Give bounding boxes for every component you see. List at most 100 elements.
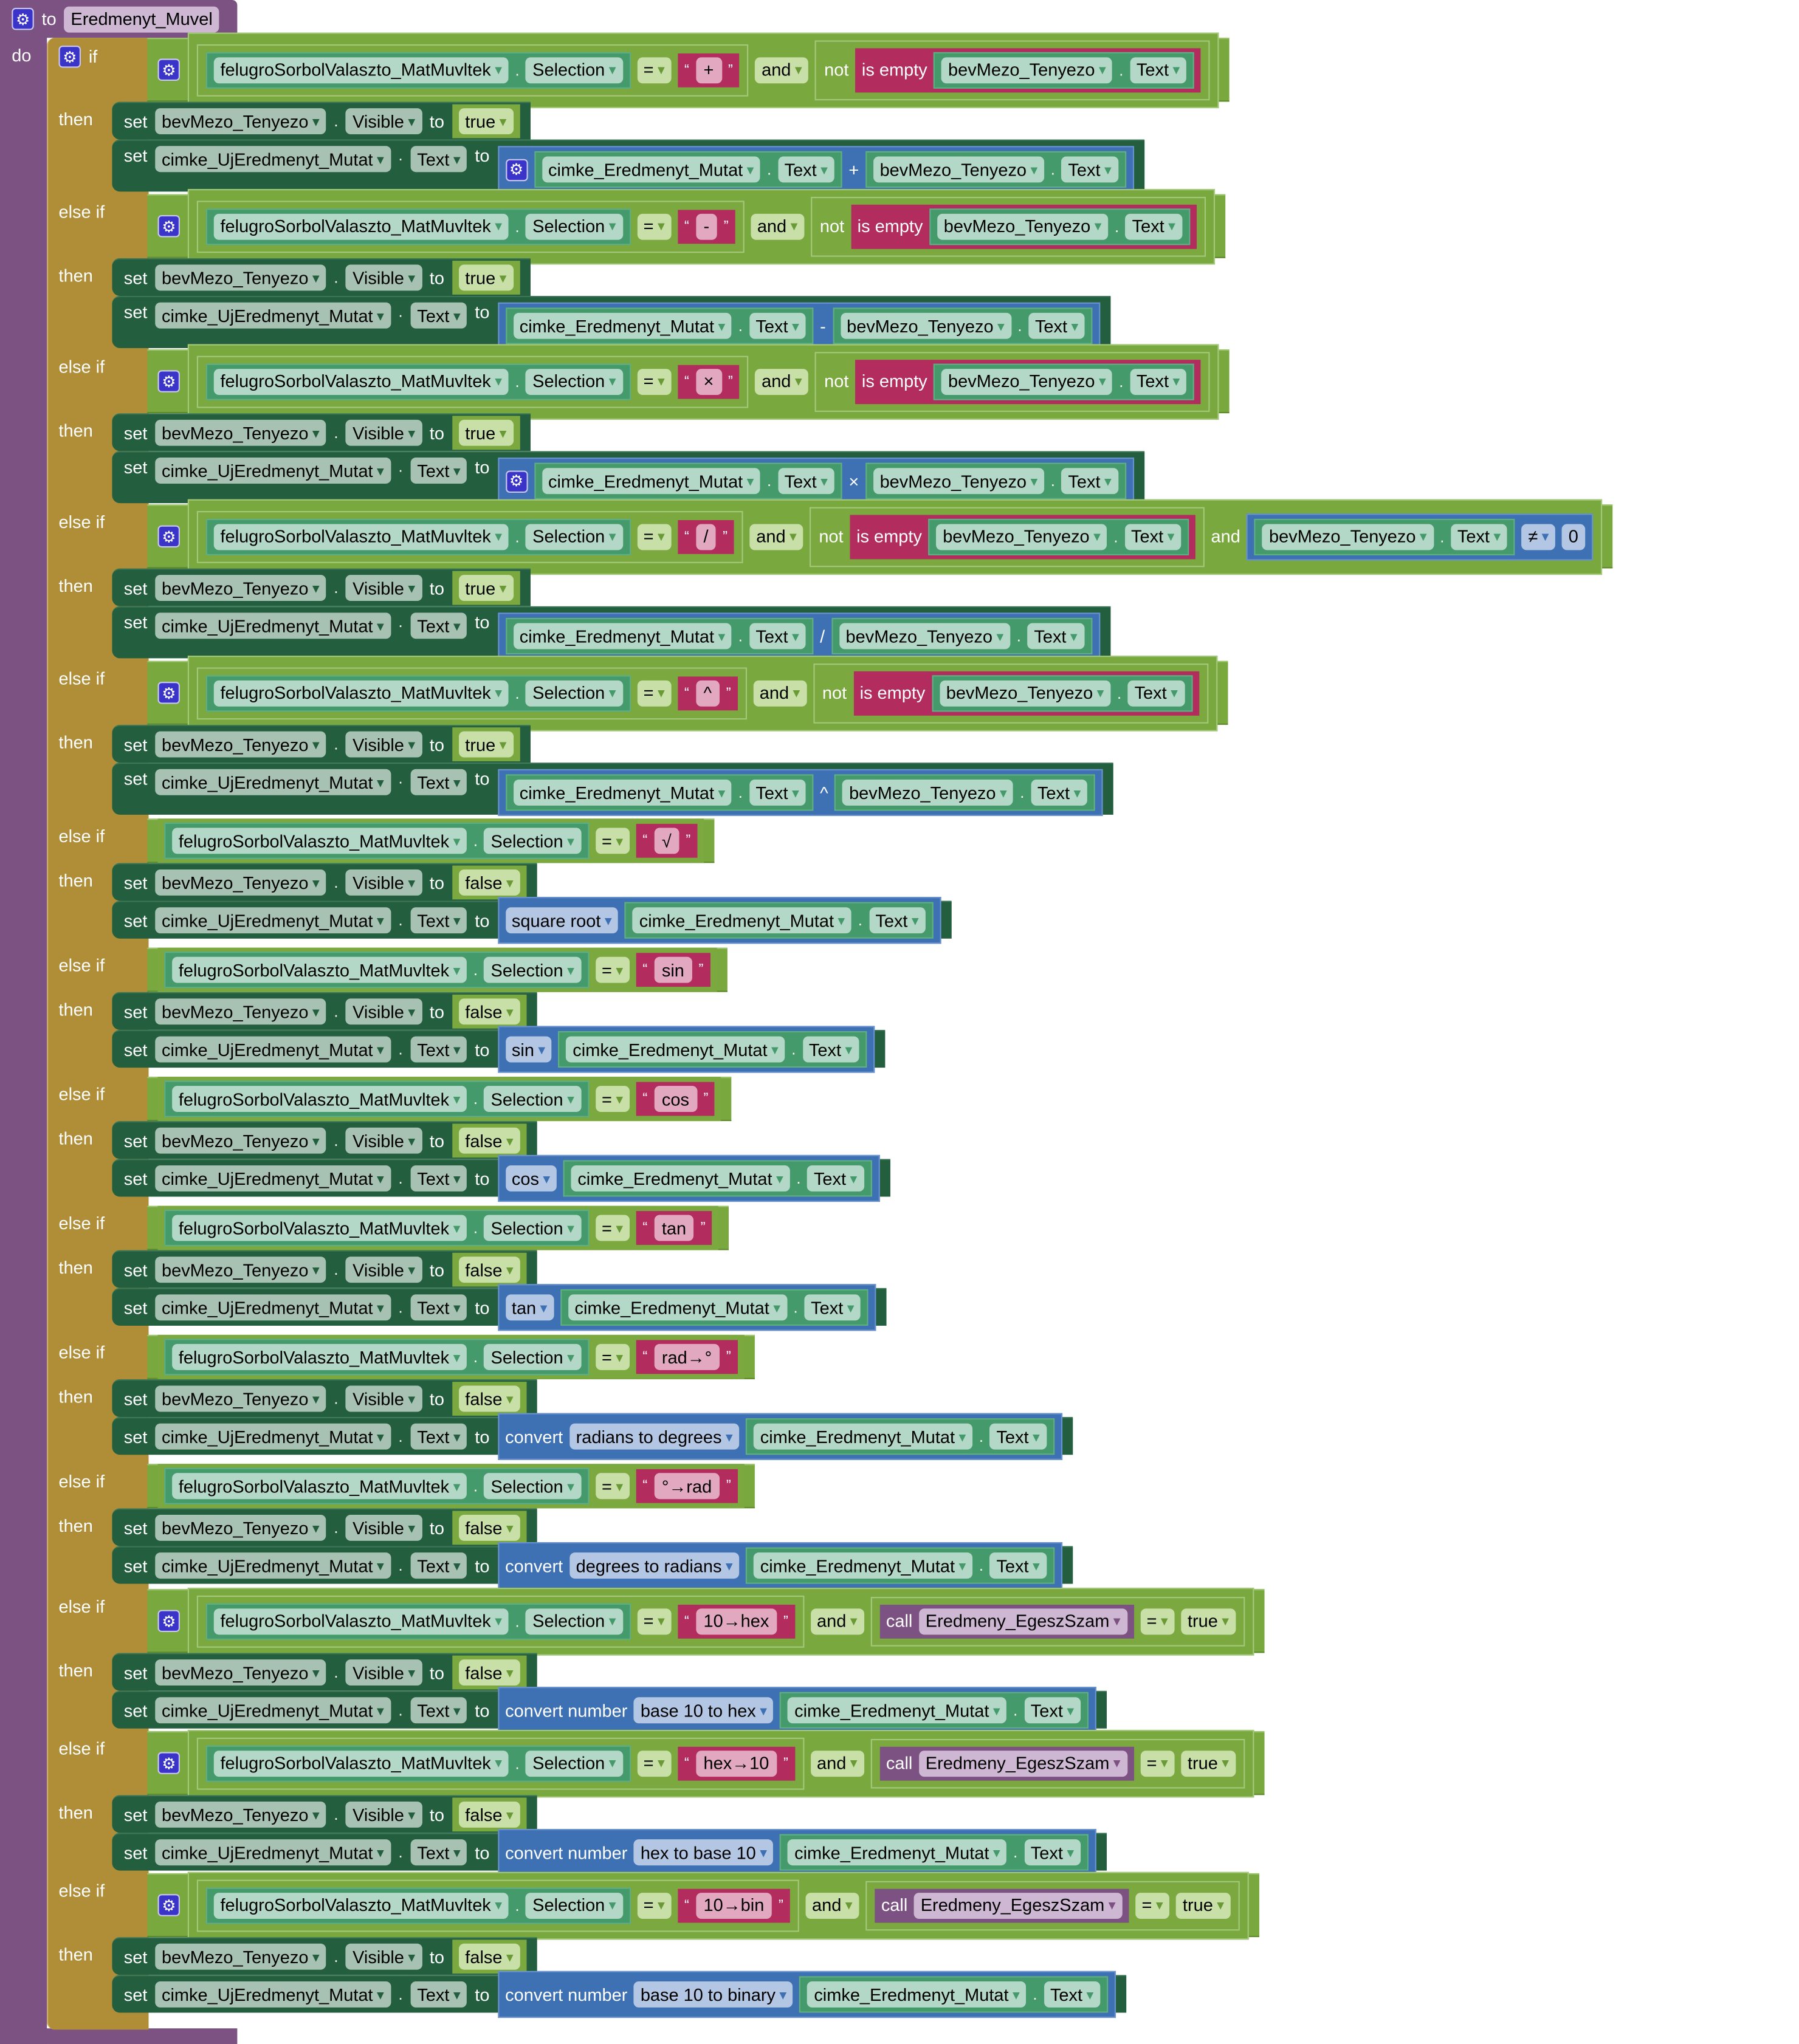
math-block[interactable]: cimke_Eredmenyt_Mutat▾.Text▾^bevMezo_Ten… <box>497 769 1103 817</box>
text-getter[interactable]: bevMezo_Tenyezo▾.Text▾ <box>932 674 1192 712</box>
boolean-block[interactable]: true▾ <box>452 416 520 450</box>
property-dropdown[interactable]: Text▾ <box>1124 523 1182 550</box>
compare-block[interactable]: felugroSorbolValaszto_MatMuvltek▾.Select… <box>196 200 745 253</box>
gear-icon[interactable]: ⚙ <box>157 1894 180 1916</box>
property-dropdown[interactable]: Visible▾ <box>346 1385 422 1412</box>
gear-icon[interactable]: ⚙ <box>505 470 528 492</box>
selection-getter[interactable]: felugroSorbolValaszto_MatMuvltek▾.Select… <box>205 674 631 712</box>
text-getter[interactable]: bevMezo_Tenyezo▾.Text▾ <box>934 51 1194 88</box>
compare-block[interactable]: felugroSorbolValaszto_MatMuvltek▾.Select… <box>196 43 749 96</box>
component-dropdown[interactable]: bevMezo_Tenyezo▾ <box>842 779 1014 806</box>
selection-getter[interactable]: felugroSorbolValaszto_MatMuvltek▾.Select… <box>164 1467 589 1504</box>
text-getter[interactable]: bevMezo_Tenyezo▾.Text▾ <box>834 774 1095 811</box>
text-value[interactable]: cos <box>654 1086 697 1113</box>
component-dropdown[interactable]: felugroSorbolValaszto_MatMuvltek▾ <box>213 213 509 239</box>
property-dropdown[interactable]: Selection▾ <box>484 1473 581 1500</box>
math-block[interactable]: sin▾cimke_Eredmenyt_Mutat▾.Text▾ <box>497 1026 875 1073</box>
text-getter[interactable]: bevMezo_Tenyezo▾.Text▾ <box>934 363 1194 400</box>
text-literal[interactable]: “10→hex” <box>678 1603 795 1638</box>
compare-operator-dropdown[interactable]: =▾ <box>636 213 672 239</box>
text-value[interactable]: °→rad <box>654 1473 720 1500</box>
text-getter[interactable]: bevMezo_Tenyezo▾.Text▾ <box>831 617 1092 654</box>
component-dropdown[interactable]: bevMezo_Tenyezo▾ <box>155 998 326 1025</box>
condition-block[interactable]: felugroSorbolValaszto_MatMuvltek▾.Select… <box>147 947 727 992</box>
text-literal[interactable]: “+” <box>678 52 740 87</box>
condition-block[interactable]: ⚙felugroSorbolValaszto_MatMuvltek▾.Selec… <box>147 343 1230 419</box>
compare-operator-dropdown[interactable]: =▾ <box>636 1750 672 1777</box>
text-getter[interactable]: cimke_Eredmenyt_Mutat▾.Text▾ <box>505 617 814 654</box>
component-dropdown[interactable]: cimke_UjEredmenyt_Mutat▾ <box>155 1294 391 1321</box>
text-getter[interactable]: cimke_Eredmenyt_Mutat▾.Text▾ <box>746 1547 1054 1584</box>
compare-operator-dropdown[interactable]: =▾ <box>595 1215 630 1241</box>
text-literal[interactable]: “10→bin” <box>678 1888 790 1922</box>
text-value[interactable]: × <box>695 368 722 394</box>
boolean-block[interactable]: false▾ <box>452 1123 527 1158</box>
text-literal[interactable]: “hex→10” <box>678 1746 795 1780</box>
text-getter[interactable]: cimke_Eredmenyt_Mutat▾.Text▾ <box>780 1692 1089 1729</box>
procedure-dropdown[interactable]: Eredmeny_EgeszSzam▾ <box>919 1750 1127 1777</box>
boolean-block[interactable]: true▾ <box>452 104 520 139</box>
component-dropdown[interactable]: bevMezo_Tenyezo▾ <box>941 368 1113 394</box>
component-dropdown[interactable]: felugroSorbolValaszto_MatMuvltek▾ <box>172 1343 467 1370</box>
condition-block[interactable]: ⚙felugroSorbolValaszto_MatMuvltek▾.Selec… <box>147 32 1230 108</box>
component-dropdown[interactable]: felugroSorbolValaszto_MatMuvltek▾ <box>213 57 509 83</box>
component-dropdown[interactable]: bevMezo_Tenyezo▾ <box>155 1257 326 1283</box>
compare-block[interactable]: felugroSorbolValaszto_MatMuvltek▾.Select… <box>157 1077 721 1122</box>
procedure-header[interactable]: ⚙ to Eredmenyt_Muvel <box>0 0 238 38</box>
component-dropdown[interactable]: bevMezo_Tenyezo▾ <box>155 731 326 758</box>
compare-operator-dropdown[interactable]: ≠▾ <box>1521 523 1556 550</box>
component-dropdown[interactable]: bevMezo_Tenyezo▾ <box>155 1514 326 1541</box>
text-getter[interactable]: cimke_Eredmenyt_Mutat▾.Text▾ <box>563 1160 872 1197</box>
property-dropdown[interactable]: Text▾ <box>807 1165 864 1192</box>
text-value[interactable]: hex→10 <box>695 1750 777 1777</box>
property-dropdown[interactable]: Selection▾ <box>484 828 581 854</box>
text-value[interactable]: √ <box>654 828 679 854</box>
component-dropdown[interactable]: cimke_Eredmenyt_Mutat▾ <box>542 156 761 183</box>
math-block[interactable]: ⚙cimke_Eredmenyt_Mutat▾.Text▾+bevMezo_Te… <box>497 146 1134 193</box>
property-dropdown[interactable]: Text▾ <box>1061 156 1118 183</box>
property-dropdown[interactable]: Text▾ <box>749 779 806 806</box>
procedure-block[interactable] <box>0 0 47 2044</box>
component-dropdown[interactable]: felugroSorbolValaszto_MatMuvltek▾ <box>172 1215 467 1241</box>
compare-block[interactable]: felugroSorbolValaszto_MatMuvltek▾.Select… <box>157 1205 719 1250</box>
text-literal[interactable]: “tan” <box>636 1211 712 1245</box>
boolean-block[interactable]: false▾ <box>452 1655 527 1690</box>
boolean-block[interactable]: true▾ <box>452 571 520 605</box>
property-dropdown[interactable]: Visible▾ <box>346 731 422 758</box>
text-getter[interactable]: cimke_Eredmenyt_Mutat▾.Text▾ <box>746 1418 1054 1455</box>
property-dropdown[interactable]: Text▾ <box>1028 312 1085 339</box>
text-value[interactable]: rad→° <box>654 1343 720 1370</box>
compare-operator-dropdown[interactable]: =▾ <box>1135 1892 1170 1918</box>
property-dropdown[interactable]: Text▾ <box>410 612 467 639</box>
condition-block[interactable]: ⚙felugroSorbolValaszto_MatMuvltek▾.Selec… <box>147 655 1228 731</box>
boolean-dropdown[interactable]: false▾ <box>458 1514 520 1541</box>
component-dropdown[interactable]: cimke_UjEredmenyt_Mutat▾ <box>155 1697 391 1724</box>
text-literal[interactable]: “sin” <box>636 953 710 987</box>
compare-block[interactable]: felugroSorbolValaszto_MatMuvltek▾.Select… <box>196 510 743 563</box>
math-function-dropdown[interactable]: sin▾ <box>505 1036 552 1063</box>
property-dropdown[interactable]: Text▾ <box>1130 57 1187 83</box>
condition-block[interactable]: felugroSorbolValaszto_MatMuvltek▾.Select… <box>147 818 714 863</box>
math-block[interactable]: ⚙cimke_Eredmenyt_Mutat▾.Text▾×bevMezo_Te… <box>497 458 1134 505</box>
text-getter[interactable]: cimke_Eredmenyt_Mutat▾.Text▾ <box>534 462 842 499</box>
procedure-name-field[interactable]: Eredmenyt_Muvel <box>64 5 219 32</box>
component-dropdown[interactable]: bevMezo_Tenyezo▾ <box>941 57 1113 83</box>
boolean-block[interactable]: false▾ <box>452 1252 527 1287</box>
math-function-dropdown[interactable]: tan▾ <box>505 1294 554 1321</box>
property-dropdown[interactable]: Selection▾ <box>526 57 623 83</box>
component-dropdown[interactable]: cimke_UjEredmenyt_Mutat▾ <box>155 1423 391 1450</box>
component-dropdown[interactable]: cimke_UjEredmenyt_Mutat▾ <box>155 907 391 934</box>
math-function-dropdown[interactable]: base 10 to binary▾ <box>634 1981 794 2008</box>
and-operator-dropdown[interactable]: and▾ <box>805 1892 859 1918</box>
